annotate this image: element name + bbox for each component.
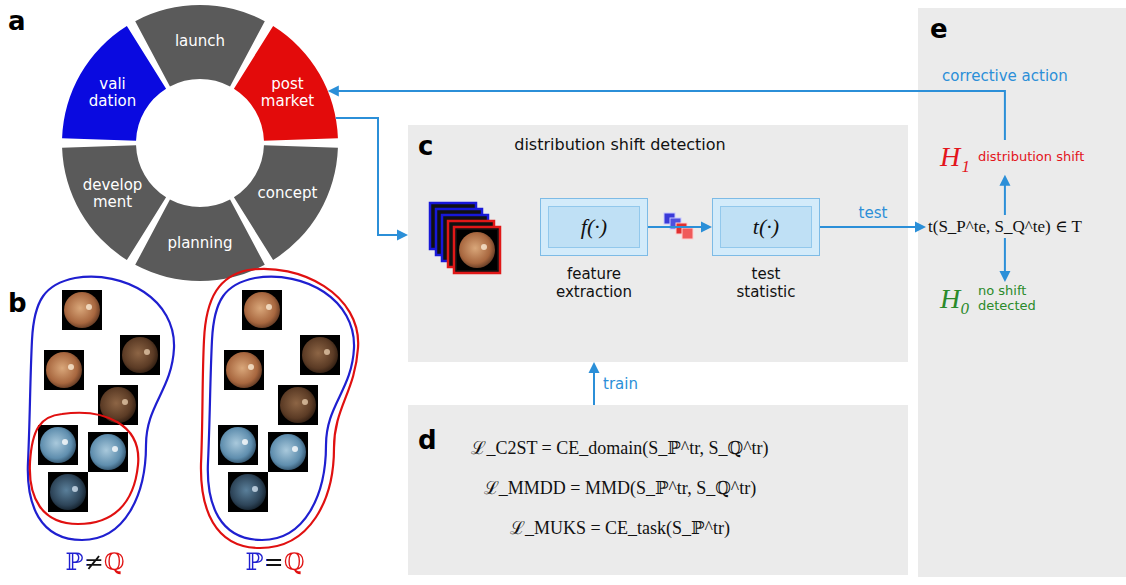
loss-equation: ℒ_MMDD = MMD(S_ℙ^tr, S_ℚ^tr): [484, 475, 757, 499]
segment-fill: [234, 26, 338, 141]
graphic-part: [300, 335, 340, 375]
graphic-part: [88, 432, 128, 472]
graphic-part: [278, 385, 318, 425]
panel: e t(S_P^te, S_Q^te) ∈ T H₁ distribution shi…: [918, 8, 1126, 577]
edge-label: test: [859, 204, 888, 222]
lifecycle-segment: post market: [232, 24, 339, 142]
segment-label: concept: [258, 185, 318, 202]
connector: [336, 118, 408, 241]
loss-equation: ℒ_MUKS = CE_task(S_ℙ^tr): [510, 515, 730, 539]
graphic-part: [120, 335, 160, 375]
connector: [999, 238, 1010, 282]
connector-line: [336, 91, 1005, 140]
graphic-part: [218, 425, 258, 465]
distribution-relation: ℙ=ℚ: [245, 549, 304, 577]
connector-line: [820, 226, 918, 228]
segment-label: planning: [167, 235, 232, 252]
connector-line: [593, 370, 595, 405]
connector-line: [336, 118, 400, 235]
panel-letter: d: [418, 427, 437, 453]
graphic-part: [268, 432, 308, 472]
connector: [589, 362, 600, 405]
arrow-head: [915, 222, 926, 233]
hypothesis: H₁ distribution shift: [938, 140, 1086, 175]
loss-equation: ℒ_C2ST = CE_domain(S_ℙ^tr, S_ℚ^tr): [471, 435, 768, 459]
p-outline: [28, 277, 174, 540]
fundus-group-left: [28, 277, 174, 540]
function-label: t(·): [753, 214, 779, 240]
q-outline: [201, 269, 358, 548]
arrow-head: [701, 222, 712, 233]
connector: [648, 222, 712, 233]
image-stack: [430, 203, 500, 273]
segment-label: vali dation: [81, 75, 145, 110]
distribution-relation: ℙ≠ℚ: [65, 549, 124, 577]
hypothesis-text: no shift detected: [978, 284, 1050, 314]
formula: t(S_P^te, S_Q^te) ∈ T: [926, 215, 1084, 238]
arrow-head: [999, 175, 1010, 186]
connector-line: [1004, 183, 1006, 215]
hypothesis-symbol: H₁: [940, 142, 970, 173]
graphic-part: [48, 472, 88, 512]
feature-vectors: [664, 213, 693, 239]
p-outline: [208, 277, 354, 540]
q-outline: [30, 413, 138, 524]
panel-letter: e: [930, 16, 948, 42]
panel-letter: b: [8, 290, 27, 316]
arrow-head: [999, 271, 1010, 282]
segment-label: launch: [175, 33, 225, 50]
hypothesis-text: distribution shift: [978, 150, 1084, 165]
segment-label: post market: [255, 75, 319, 110]
graphic-part: [454, 227, 500, 273]
segment-label: develop ment: [81, 176, 145, 211]
graphic-part: [44, 350, 84, 390]
module-box: f(·)feature extraction: [540, 198, 648, 256]
arrow-head: [328, 86, 339, 97]
panel: d ℒ_C2ST = CE_domain(S_ℙ^tr, S_ℚ^tr) ℒ_MMD…: [408, 405, 908, 575]
connector: [328, 86, 1005, 141]
graphic-part: [224, 350, 264, 390]
hypothesis: H₀ no shift detected: [938, 282, 1052, 317]
module-caption: test statistic: [720, 265, 812, 301]
segment-fill: [62, 26, 166, 141]
connector: [999, 175, 1010, 215]
graphic-part: [98, 385, 138, 425]
edge-label: corrective action: [942, 67, 1068, 85]
arrow-head: [589, 362, 600, 373]
panel-title: distribution shift detection: [514, 135, 725, 154]
module-box: t(·)test statistic: [712, 198, 820, 256]
edge-label: train: [603, 375, 638, 393]
graphic-part: [62, 290, 102, 330]
fundus-group-right: [201, 269, 358, 548]
arrow-head: [397, 230, 408, 241]
graphic-part: [228, 472, 268, 512]
connector: [820, 222, 926, 233]
panel-letter: a: [8, 8, 26, 34]
hypothesis-symbol: H₀: [940, 284, 970, 315]
graphic-part: [242, 290, 282, 330]
module-caption: feature extraction: [548, 265, 640, 301]
lifecycle-segment: vali dation: [61, 24, 168, 142]
panel-letter: c: [418, 133, 433, 159]
function-label: f(·): [581, 214, 607, 240]
graphic-part: [38, 425, 78, 465]
graphic-part: [457, 230, 497, 270]
graphic-part: [682, 228, 693, 239]
test-expression: t(S_P^te, S_Q^te) ∈ T: [926, 215, 1084, 238]
connector-line: [1004, 238, 1006, 274]
segment-fill: [135, 200, 265, 281]
connector-line: [648, 226, 704, 228]
